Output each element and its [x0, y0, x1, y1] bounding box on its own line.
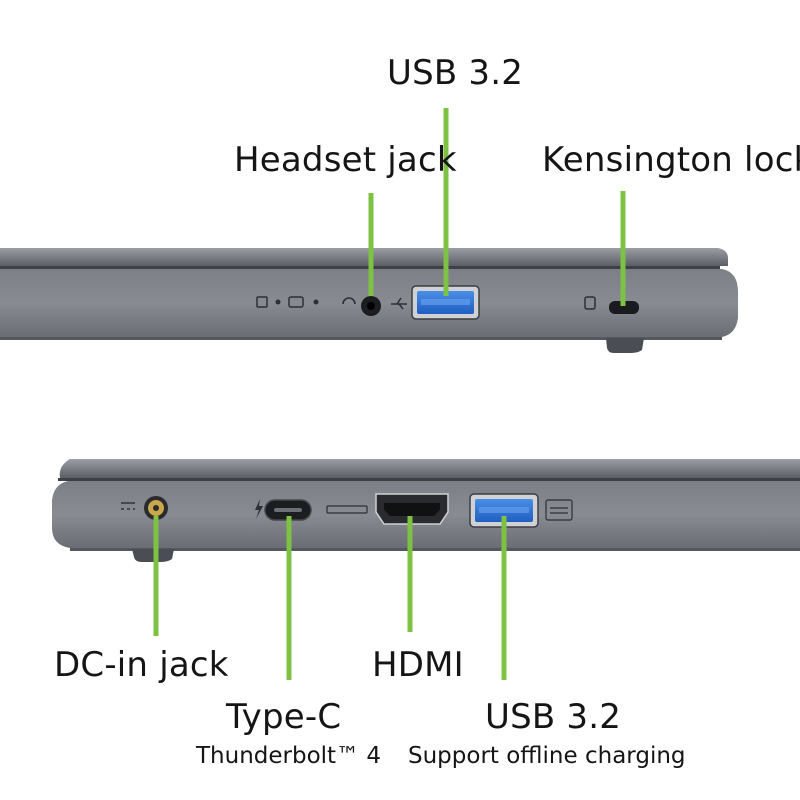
thunderbolt-icon — [255, 499, 263, 519]
laptop-left-side — [52, 459, 800, 562]
usb-port-right — [411, 285, 480, 320]
kensington-lock-slot — [584, 296, 639, 314]
headset-icon — [342, 297, 356, 305]
laptop-lid — [0, 248, 728, 266]
type-c-label: Type-C — [226, 697, 342, 737]
status-indicator-icons — [256, 296, 319, 308]
usb-right-label: USB 3.2 — [387, 53, 524, 93]
usb-left-label: USB 3.2 — [485, 697, 622, 737]
lock-icon — [584, 296, 596, 310]
headset-jack-label: Headset jack — [234, 140, 457, 180]
kensington-lock-label: Kensington lock — [542, 140, 800, 180]
usb-port-left — [469, 493, 539, 528]
thunderbolt-sublabel: Thunderbolt™ 4 — [196, 743, 382, 769]
usb-symbol-icon — [391, 297, 407, 310]
hdmi-label: HDMI — [372, 645, 464, 685]
laptop-lid-left — [59, 459, 800, 478]
rubber-foot-left — [132, 549, 174, 562]
rubber-foot — [606, 338, 644, 353]
dc-in-label: DC-in jack — [54, 645, 229, 685]
dc-in-port — [121, 496, 168, 520]
hdmi-logo-icon — [326, 505, 368, 514]
usb-charging-icon — [545, 499, 573, 521]
headset-jack-port — [342, 296, 381, 316]
laptop-right-side — [0, 248, 738, 353]
offline-charging-sublabel: Support offline charging — [408, 743, 686, 769]
dc-power-icon — [121, 502, 135, 510]
leader-lines — [153, 108, 626, 680]
hdmi-port — [375, 493, 449, 525]
